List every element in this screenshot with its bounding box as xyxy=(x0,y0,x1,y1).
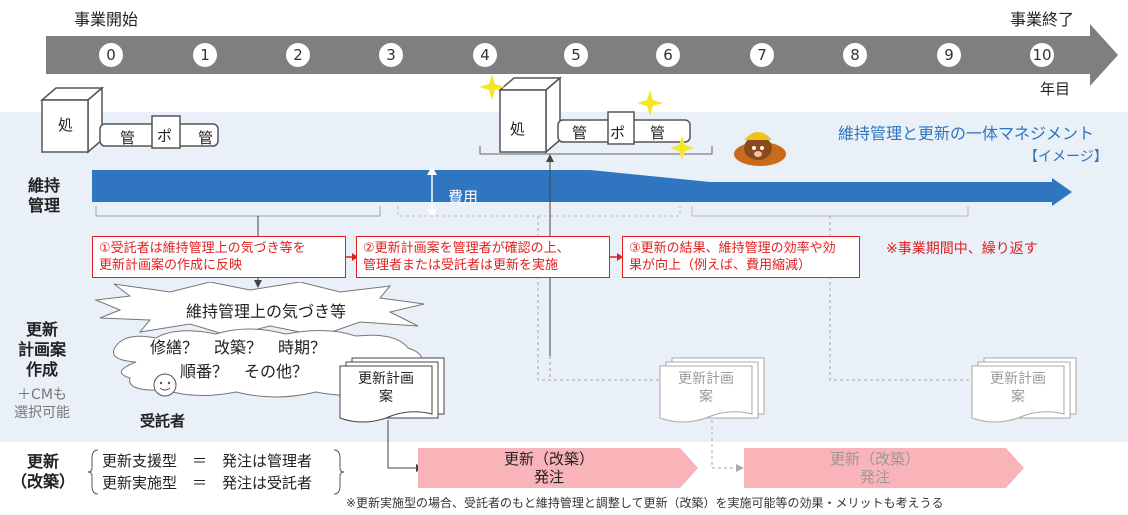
renewal-type-implementation: 更新実施型 ＝ 発注は受託者 xyxy=(102,474,313,492)
facility-treatment-1: 処 xyxy=(58,116,74,134)
timeline-unit: 年目 xyxy=(1040,80,1071,98)
timeline-year-7: 7 xyxy=(750,43,774,67)
timeline-year-6: 6 xyxy=(656,43,680,67)
awareness-text: 維持管理上の気づき等 xyxy=(186,302,347,321)
diagram-title: 維持管理と更新の一体マネジメント xyxy=(838,124,1095,143)
diagram-subtitle: 【イメージ】 xyxy=(1024,149,1108,165)
timeline-year-9: 9 xyxy=(937,43,961,67)
order-arrow-2-shape xyxy=(744,448,1024,488)
step-3-box: ③更新の結果、維持管理の効率や効 果が向上（例えば、費用縮減） xyxy=(622,236,860,278)
facility-pump-1: ポ xyxy=(157,127,173,145)
timeline-year-4: 4 xyxy=(473,43,497,67)
thought-line-2: 順番？ その他？ xyxy=(180,362,309,381)
renewal-types-brace xyxy=(87,449,345,495)
plan-doc-1-shape xyxy=(339,357,445,423)
facility-pump-2: ポ xyxy=(610,124,626,142)
plan-doc-3-shape xyxy=(971,357,1077,423)
row-label-maintenance: 維持 管理 xyxy=(27,176,60,215)
contractor-face-icon xyxy=(153,373,177,397)
facility-pipe-1b: 管 xyxy=(198,129,214,147)
order-arrow-1-text: 更新（改築） 発注 xyxy=(503,450,594,486)
timeline-year-1: 1 xyxy=(193,43,217,67)
mole-mascot-icon xyxy=(734,132,786,166)
timeline-year-3: 3 xyxy=(379,43,403,67)
order-arrow-2-text: 更新（改築） 発注 xyxy=(829,450,920,486)
facility-pipe-2b: 管 xyxy=(650,124,666,142)
plan-doc-2-text: 更新計画 案 xyxy=(678,371,734,405)
thought-line-1: 修繕？ 改築？ 時期？ xyxy=(150,338,327,357)
row-label-renewal: 更新 （改築） xyxy=(10,452,75,491)
step-2-box: ②更新計画案を管理者が確認の上、 管理者または受託者は更新を実施 xyxy=(356,236,610,278)
facility-drawing-renewed xyxy=(479,74,713,160)
renewal-type-support: 更新支援型 ＝ 発注は管理者 xyxy=(102,452,313,470)
awareness-burst-shape xyxy=(94,282,425,337)
timeline-year-8: 8 xyxy=(843,43,867,67)
plan-doc-3-text: 更新計画 案 xyxy=(990,371,1046,405)
repeat-note: ※事業期間中、繰り返す xyxy=(886,241,1038,257)
order-arrow-1-shape xyxy=(418,448,698,488)
timeline-end-label: 事業終了 xyxy=(1010,10,1075,29)
cost-label: 費用 xyxy=(448,188,479,206)
timeline-year-0: 0 xyxy=(99,43,123,67)
plan-doc-1-text: 更新計画 案 xyxy=(358,371,414,405)
row-label-plan-note: ＋CMも 選択可能 xyxy=(14,387,70,421)
contractor-label: 受託者 xyxy=(140,412,186,430)
facility-pipe-2a: 管 xyxy=(572,124,588,142)
facility-treatment-2: 処 xyxy=(510,120,526,138)
plan-doc-2-shape xyxy=(659,357,765,423)
timeline-year-5: 5 xyxy=(564,43,588,67)
timeline-start-label: 事業開始 xyxy=(74,10,139,29)
timeline-year-2: 2 xyxy=(286,43,310,67)
timeline-year-10: 10 xyxy=(1030,43,1054,67)
facility-pipe-1a: 管 xyxy=(120,129,136,147)
facility-drawing-initial xyxy=(39,86,219,154)
step-1-box: ①受託者は維持管理上の気づき等を 更新計画案の作成に反映 xyxy=(92,236,346,278)
row-label-plan: 更新 計画案 作成 xyxy=(17,320,66,379)
footnote: ※更新実施型の場合、受託者のもと維持管理と調整して更新（改築）を実施可能等の効果… xyxy=(346,496,944,510)
